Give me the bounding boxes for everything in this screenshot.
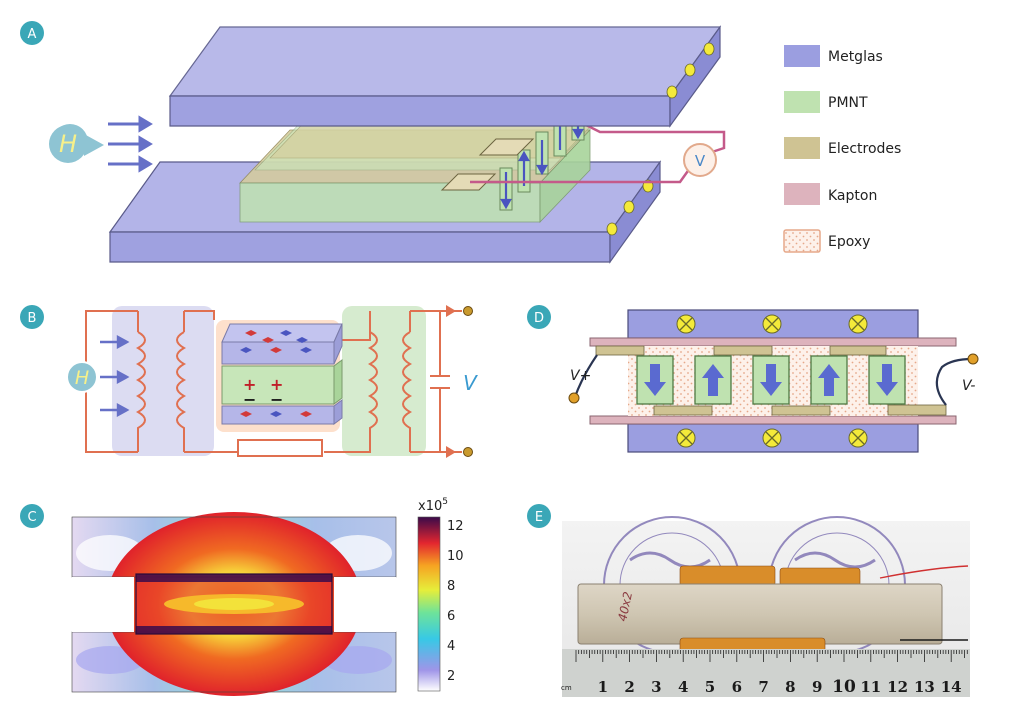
panel-c: C x105 12 10 8 6 4 <box>20 497 464 696</box>
panel-d: D <box>527 305 978 452</box>
colorbar-tick: 12 <box>447 519 464 534</box>
ruler-label: 13 <box>914 678 935 696</box>
panel-b: B V <box>20 305 478 458</box>
lead-terminal-plus <box>569 393 579 403</box>
colorbar-tick: 4 <box>447 639 455 654</box>
legend-swatch-epoxy <box>784 230 820 252</box>
ruler-label: 9 <box>812 678 822 696</box>
voltmeter-symbol: V <box>695 152 706 170</box>
colorbar-tick: 8 <box>447 579 455 594</box>
secondary-region <box>342 306 426 456</box>
field-h-b: H <box>67 362 97 392</box>
colorbar-tick: 6 <box>447 609 455 624</box>
top-kapton-d <box>590 338 956 346</box>
ruler-label: 10 <box>832 677 856 697</box>
charge-minus-2: − <box>270 390 283 409</box>
legend-swatch-electrodes <box>784 137 820 159</box>
field-arrows <box>108 118 150 170</box>
panel-label-c: C <box>27 510 36 525</box>
ruler-label: 3 <box>651 678 661 696</box>
colorbar-tick: 2 <box>447 669 455 684</box>
legend-label-pmnt: PMNT <box>828 95 868 111</box>
bottom-kapton-d <box>590 416 956 424</box>
ruler-label: 8 <box>785 678 795 696</box>
output-terminals: V <box>446 305 478 458</box>
field-map <box>72 512 396 696</box>
legend-swatch-pmnt <box>784 91 820 113</box>
ruler-label: 2 <box>624 678 634 696</box>
output-voltage-label: V <box>463 371 478 395</box>
coil-winding-top <box>680 566 860 586</box>
field-h-symbol: H <box>59 130 77 158</box>
ruler-label: 7 <box>758 678 768 696</box>
ruler-label: 1 <box>598 678 608 696</box>
ruler-label: 14 <box>941 678 962 696</box>
lead-terminal-minus <box>968 354 978 364</box>
ruler-label: 6 <box>732 678 742 696</box>
top-metglas-slab <box>170 27 720 126</box>
ruler-label: 5 <box>705 678 715 696</box>
panel-label-b: B <box>28 311 37 326</box>
ruler-label: 4 <box>678 678 688 696</box>
legend-label-kapton: Kapton <box>828 188 877 204</box>
primary-region <box>112 306 214 456</box>
field-h-bubble: H <box>49 124 104 163</box>
legend: Metglas PMNT Electrodes Kapton Epoxy <box>784 45 901 252</box>
colorbar-exponent-label: x105 <box>418 497 448 514</box>
ruler-label: 12 <box>887 678 908 696</box>
legend-label-epoxy: Epoxy <box>828 234 870 250</box>
field-h-symbol-b: H <box>75 367 89 389</box>
panel-a: A H <box>20 21 901 262</box>
colorbar: x105 12 10 8 6 4 2 <box>418 497 464 691</box>
sample-stack-b <box>222 324 342 424</box>
charge-minus-1: − <box>243 390 256 409</box>
panel-label-d: D <box>534 311 544 326</box>
ruler-unit: cm <box>561 684 572 692</box>
v-plus-label: V+ <box>570 368 591 384</box>
legend-label-electrodes: Electrodes <box>828 141 901 157</box>
legend-swatch-kapton <box>784 183 820 205</box>
legend-label-metglas: Metglas <box>828 49 883 65</box>
panel-label-a: A <box>28 27 37 42</box>
legend-swatch-metglas <box>784 45 820 67</box>
panel-label-e: E <box>535 510 543 525</box>
ruler-label: 11 <box>860 678 881 696</box>
v-minus-label: V- <box>962 378 975 394</box>
voltmeter: V <box>684 144 716 176</box>
colorbar-tick: 10 <box>447 549 464 564</box>
